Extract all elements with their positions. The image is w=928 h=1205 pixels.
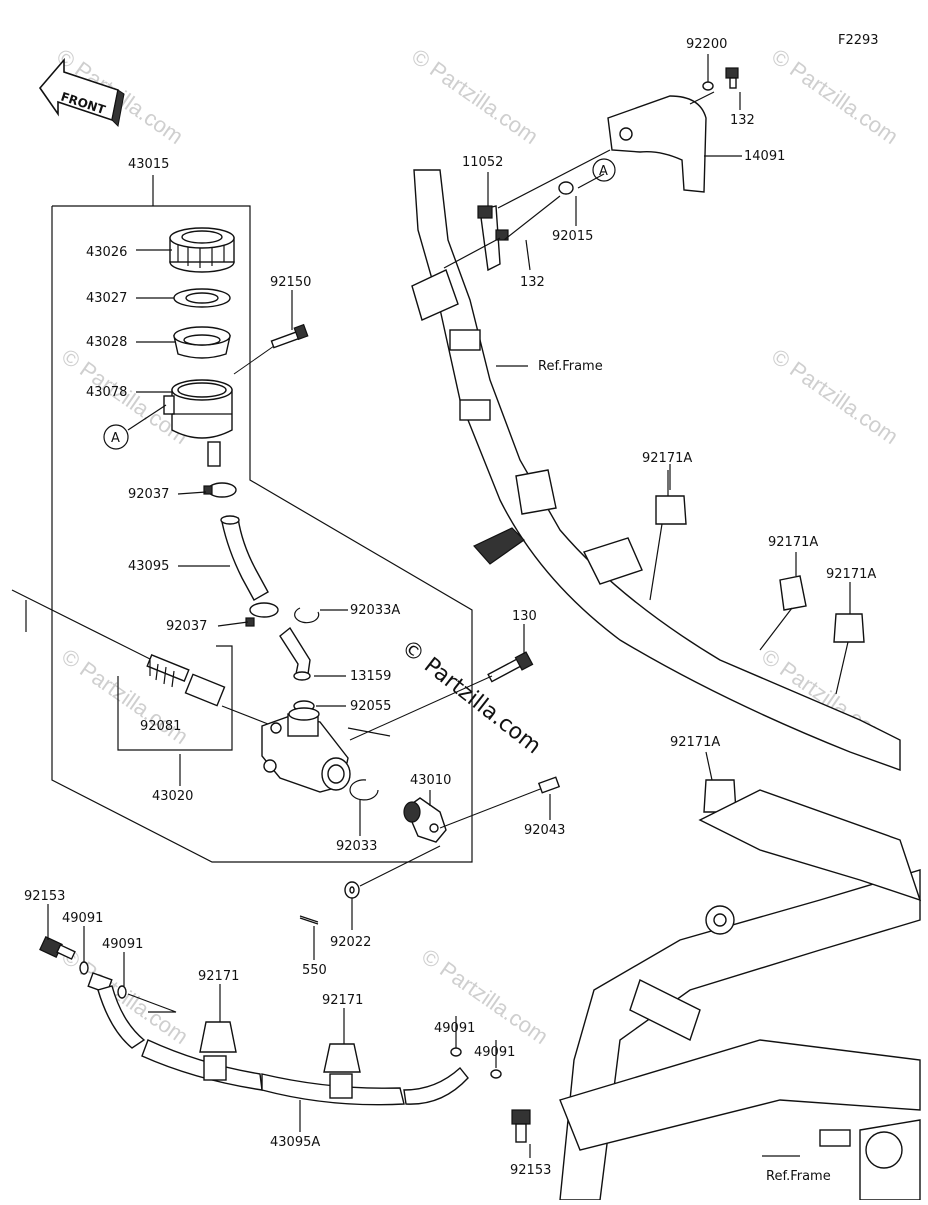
label-92033a: 92033A — [350, 603, 400, 618]
front-arrow-icon: FRONT — [38, 57, 125, 128]
frame-cover — [607, 95, 742, 193]
reservoir-cap — [169, 227, 235, 273]
label-132-lower: 132 — [520, 275, 545, 290]
svg-text:A: A — [599, 164, 608, 179]
washer-92200 — [702, 81, 714, 91]
label-43078: 43078 — [86, 385, 127, 400]
label-92171-left: 92171 — [198, 969, 239, 984]
label-132-top: 132 — [730, 113, 755, 128]
label-92171-right: 92171 — [322, 993, 363, 1008]
clamp-92171a-2 — [779, 575, 807, 611]
label-92150: 92150 — [270, 275, 311, 290]
label-92055: 92055 — [350, 699, 391, 714]
master-cylinder-body — [261, 707, 391, 793]
label-49091-c: 49091 — [434, 1021, 475, 1036]
reservoir-hose — [220, 515, 269, 601]
frame-lower — [559, 789, 922, 1201]
bolt-132-top — [725, 67, 739, 89]
callout-a-left: A — [103, 404, 167, 450]
label-43026: 43026 — [86, 245, 127, 260]
diaphragm — [173, 326, 231, 359]
label-92171a-1: 92171A — [642, 451, 692, 466]
label-43020: 43020 — [152, 789, 193, 804]
hose-clamp-upper — [203, 482, 237, 498]
watermark: © Partzilla.com — [407, 44, 543, 150]
svg-text:A: A — [111, 431, 120, 446]
diaphragm-plate — [173, 288, 231, 308]
watermark: © Partzilla.com — [767, 344, 903, 450]
figure-code: F2293 — [838, 33, 879, 48]
piston-kit — [117, 645, 269, 751]
label-92037-upper: 92037 — [128, 487, 169, 502]
label-92153-left: 92153 — [24, 889, 65, 904]
reservoir — [163, 379, 233, 467]
bolt-132-lower — [495, 229, 509, 241]
label-92171a-3: 92171A — [826, 567, 876, 582]
push-rod — [403, 797, 447, 843]
label-130: 130 — [512, 609, 537, 624]
hose-fitting — [279, 626, 311, 681]
label-92015: 92015 — [552, 229, 593, 244]
label-13159: 13159 — [350, 669, 391, 684]
part-labels: 43015 43026 43027 43028 43078 92037 4309… — [24, 37, 876, 1184]
label-92043: 92043 — [524, 823, 565, 838]
frame-upper — [411, 169, 901, 771]
callout-a-right: A — [592, 158, 616, 182]
watermark: © Partzilla.com — [767, 44, 903, 150]
label-49091-d: 49091 — [474, 1045, 515, 1060]
label-92033: 92033 — [336, 839, 377, 854]
clamp-92171a-3 — [833, 613, 865, 643]
label-14091: 14091 — [744, 149, 785, 164]
label-49091-b: 49091 — [102, 937, 143, 952]
label-43015: 43015 — [128, 157, 169, 172]
label-92171a-2: 92171A — [768, 535, 818, 550]
label-92081: 92081 — [140, 719, 181, 734]
label-49091-a: 49091 — [62, 911, 103, 926]
circlip-92033 — [349, 779, 379, 801]
collar-92015 — [558, 181, 574, 195]
label-43010: 43010 — [410, 773, 451, 788]
clamp-92171a-1 — [655, 470, 687, 525]
label-550: 550 — [302, 963, 327, 978]
brake-hose-assembly — [39, 936, 531, 1143]
leader-lines — [47, 54, 851, 1158]
label-92037-lower: 92037 — [166, 619, 207, 634]
label-92022: 92022 — [330, 935, 371, 950]
label-ref-frame-top: Ref.Frame — [538, 359, 603, 374]
label-92171a-4: 92171A — [670, 735, 720, 750]
label-ref-frame-bottom: Ref.Frame — [766, 1169, 831, 1184]
circlip-92033a — [294, 607, 320, 624]
bolt-92150 — [233, 323, 309, 375]
label-43095: 43095 — [128, 559, 169, 574]
label-43028: 43028 — [86, 335, 127, 350]
hose-clamp-lower — [245, 602, 279, 627]
bolt-130 — [349, 651, 534, 741]
label-43095a: 43095A — [270, 1135, 320, 1150]
label-43027: 43027 — [86, 291, 127, 306]
bracket-11052 — [477, 205, 501, 272]
label-11052: 11052 — [462, 155, 503, 170]
clevis-pin — [439, 776, 561, 829]
label-92153-right: 92153 — [510, 1163, 551, 1178]
cotter-pin — [299, 915, 319, 925]
assembly-bracket-43015 — [11, 175, 473, 863]
label-92200: 92200 — [686, 37, 727, 52]
